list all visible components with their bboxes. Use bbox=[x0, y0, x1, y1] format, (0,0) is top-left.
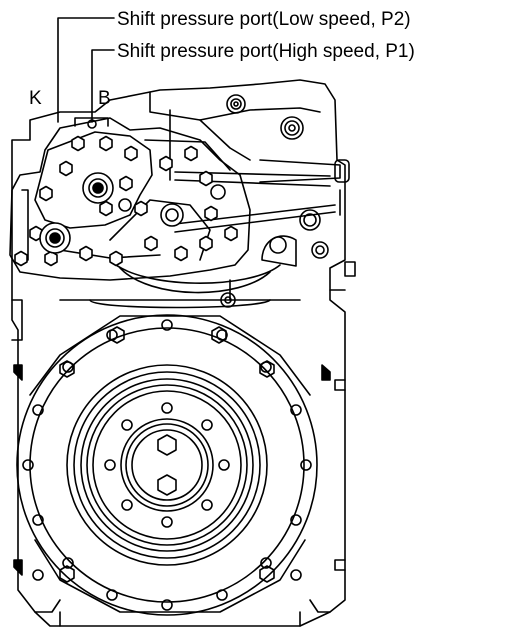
leader-lines bbox=[57, 17, 115, 123]
leader-line-p2 bbox=[57, 17, 115, 123]
callout-b: B bbox=[98, 88, 111, 109]
output-flange bbox=[16, 314, 318, 616]
valve-block-outline bbox=[9, 117, 251, 281]
motor-housing bbox=[11, 79, 346, 627]
callout-k: K bbox=[29, 88, 42, 109]
housing-outline bbox=[11, 79, 346, 627]
leader-line-p1 bbox=[91, 49, 115, 123]
flange-outer bbox=[16, 314, 318, 616]
valve-block bbox=[9, 117, 251, 281]
callout-port-high-speed: Shift pressure port(High speed, P1) bbox=[117, 41, 415, 62]
callout-port-low-speed: Shift pressure port(Low speed, P2) bbox=[117, 9, 411, 30]
